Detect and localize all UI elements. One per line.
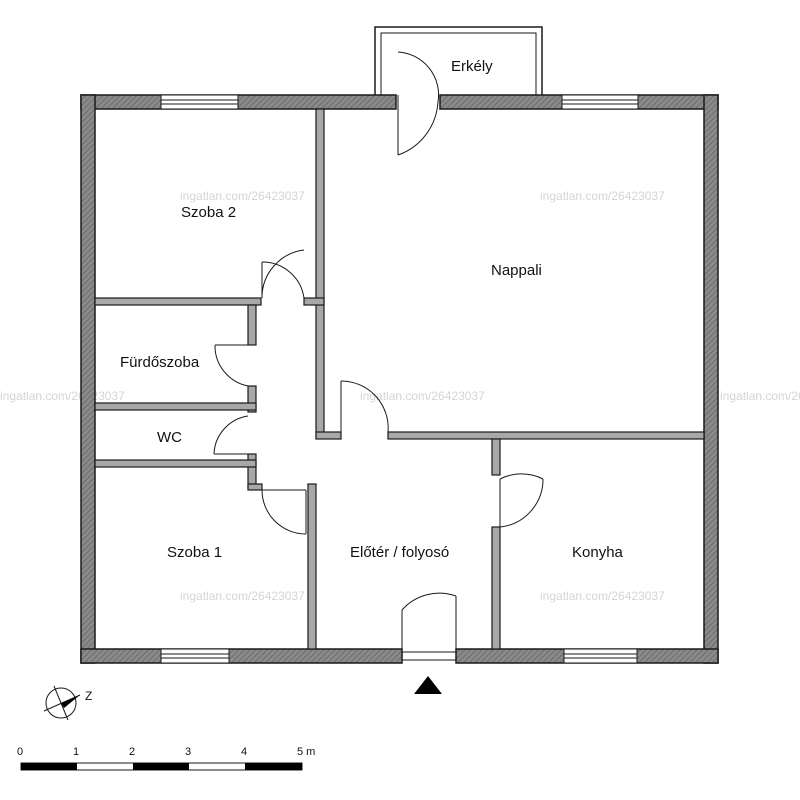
scale-tick-label: 4	[241, 746, 247, 758]
entrance-arrow-icon	[414, 676, 442, 694]
compass-label: Z	[85, 689, 92, 703]
window-szoba2	[160, 94, 239, 110]
watermark-text: ingatlan.com/26423037	[540, 589, 665, 603]
room-label-szoba2: Szoba 2	[181, 204, 236, 221]
watermark-text: ingatlan.com/26423037	[720, 389, 800, 403]
scale-bar: 0 1 2 3 4 5 m	[17, 746, 315, 771]
compass-icon	[43, 685, 81, 721]
door-konyha	[499, 473, 544, 528]
room-label-eloter: Előtér / folyosó	[350, 544, 449, 561]
scale-tick-label: 3	[185, 746, 191, 758]
door-balcony	[397, 51, 440, 156]
entrance-threshold	[402, 651, 456, 661]
scale-tick-label: 5 m	[297, 746, 315, 758]
room-labels: Erkély Szoba 2 Nappali Fürdőszoba WC Szo…	[120, 58, 624, 561]
interior-walls	[94, 108, 705, 650]
windows	[160, 94, 639, 664]
window-konyha	[563, 648, 638, 664]
watermark-text: ingatlan.com/26423037	[180, 589, 305, 603]
watermark-text: ingatlan.com/26423037	[0, 389, 125, 403]
window-nappali	[561, 94, 639, 110]
door-furdo	[214, 344, 249, 387]
door-nappali	[340, 380, 389, 433]
scale-tick-label: 0	[17, 746, 23, 758]
door-wc	[213, 415, 249, 455]
room-label-wc: WC	[157, 429, 182, 446]
door-szoba1	[261, 489, 307, 535]
scale-tick-label: 1	[73, 746, 79, 758]
door-szoba2	[261, 249, 305, 299]
watermark-text: ingatlan.com/26423037	[360, 389, 485, 403]
room-label-erkely: Erkély	[451, 58, 493, 75]
balcony	[374, 26, 543, 95]
room-label-nappali: Nappali	[491, 262, 542, 279]
exterior-walls	[80, 94, 719, 664]
door-entrance	[401, 592, 457, 649]
watermark-text: ingatlan.com/26423037	[540, 189, 665, 203]
watermark-text: ingatlan.com/26423037	[180, 189, 305, 203]
room-label-szoba1: Szoba 1	[167, 544, 222, 561]
room-label-konyha: Konyha	[572, 544, 624, 561]
watermarks: ingatlan.com/26423037 ingatlan.com/26423…	[0, 189, 800, 603]
room-label-furdoszoba: Fürdőszoba	[120, 354, 200, 371]
scale-tick-label: 2	[129, 746, 135, 758]
window-szoba1	[160, 648, 230, 664]
doors	[213, 51, 544, 649]
